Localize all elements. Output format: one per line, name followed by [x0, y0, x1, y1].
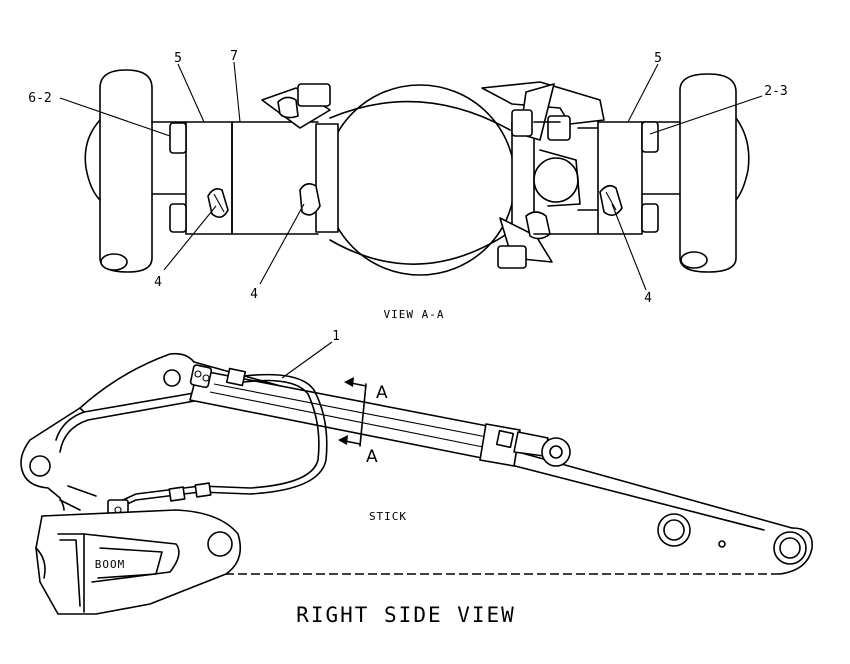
hydraulic-cylinder [189, 364, 571, 467]
right-side-view: A A 1 STICK BOOM RIGHT SIDE VIEW [20, 329, 813, 627]
boom-outline [35, 509, 242, 615]
section-marker-aa [338, 377, 367, 447]
callout-1-leader [281, 341, 333, 379]
hose-assembly-1 [107, 373, 328, 519]
callout-5-right: 5 [654, 51, 662, 66]
callout-2-3: 2-3 [764, 84, 787, 99]
callout-6-2: 6-2 [28, 91, 51, 106]
section-label-top: A [376, 383, 388, 403]
view-aa-title: VIEW A-A [384, 308, 445, 321]
right-side-view-title: RIGHT SIDE VIEW [296, 603, 516, 627]
clamp-bar [231, 121, 319, 235]
right-clamp-block [533, 121, 681, 235]
callout-1: 1 [332, 329, 340, 344]
right-hose [679, 73, 750, 273]
view-aa: 5 7 6-2 5 2-3 4 4 4 VIEW A-A [28, 49, 787, 321]
callout-7: 7 [230, 49, 238, 64]
view-aa-leaders [59, 61, 763, 291]
center-tube-clamp [261, 81, 605, 276]
callout-4-a: 4 [154, 275, 162, 290]
stick-label: STICK [369, 510, 407, 523]
callout-5-left: 5 [174, 51, 182, 66]
left-hose [84, 69, 153, 273]
left-clamp-block [151, 121, 233, 235]
callout-4-b: 4 [250, 287, 258, 302]
section-label-bottom: A [366, 447, 378, 467]
boom-label: BOOM [95, 558, 126, 571]
callout-4-c: 4 [644, 291, 652, 306]
